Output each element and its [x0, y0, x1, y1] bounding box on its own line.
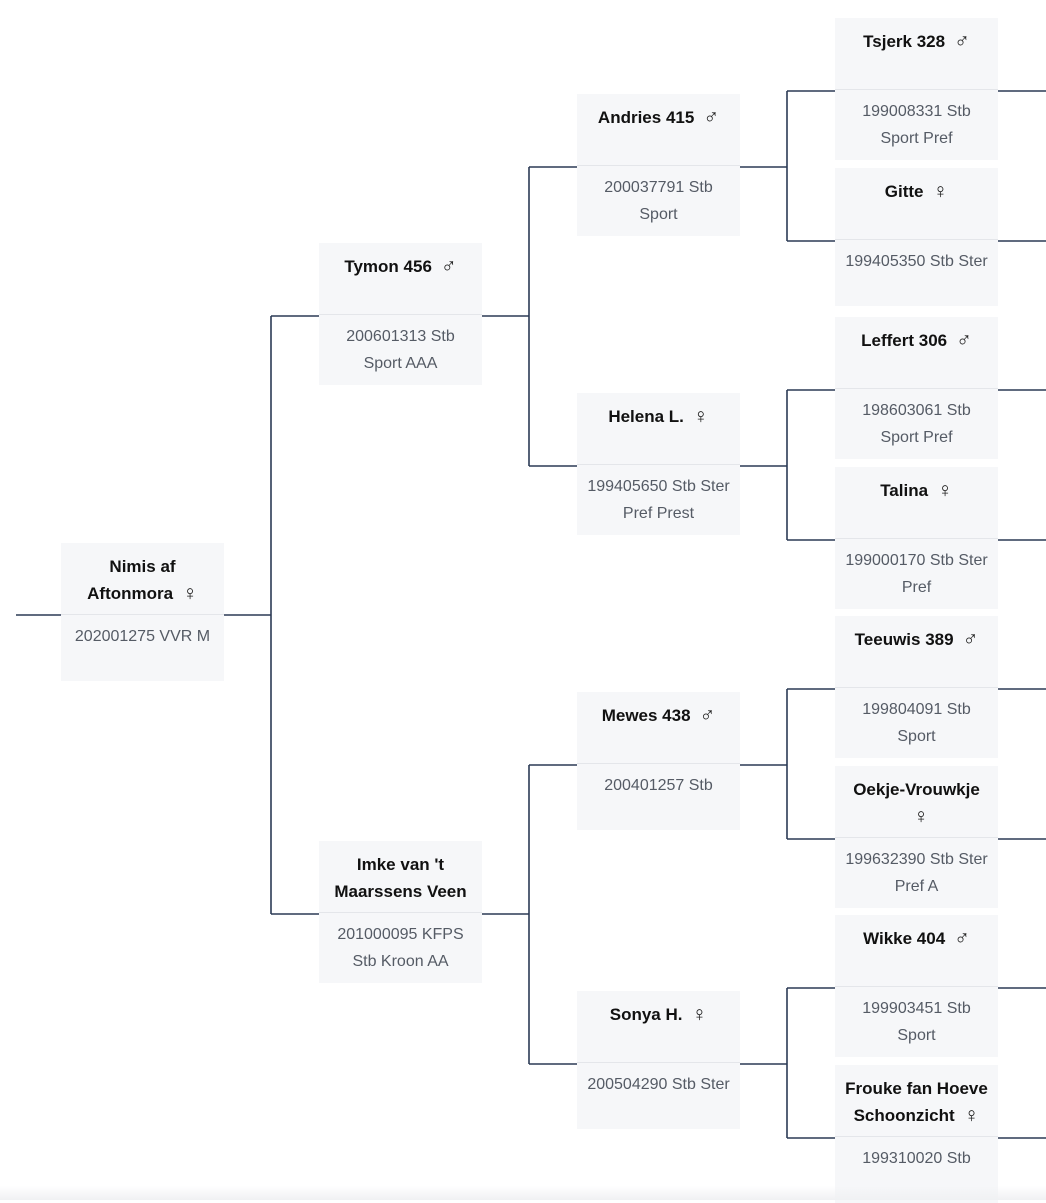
horse-name[interactable]: Frouke fan Hoeve Schoonzicht: [845, 1079, 988, 1125]
horse-card-sd-sire[interactable]: Leffert 306 ♂ 198603061 Stb Sport Pref: [835, 317, 998, 459]
male-icon: ♂: [956, 329, 972, 352]
horse-registration: 199405650 Stb Ster Pref Prest: [577, 465, 740, 535]
horse-card-subject[interactable]: Nimis af Aftonmora ♀ 202001275 VVR M: [61, 543, 224, 681]
male-icon: ♂: [440, 255, 457, 278]
horse-registration: 201000095 KFPS Stb Kroon AA: [319, 913, 482, 983]
horse-registration: 199632390 Stb Ster Pref A: [835, 838, 998, 908]
horse-name[interactable]: Talina: [880, 481, 929, 500]
horse-name[interactable]: Gitte: [884, 182, 924, 201]
horse-card-ss-sire[interactable]: Tsjerk 328 ♂ 199008331 Stb Sport Pref: [835, 18, 998, 160]
horse-card-head: Oekje-Vrouwkje ♀: [835, 766, 998, 838]
horse-card-head: Teeuwis 389 ♂: [835, 616, 998, 688]
horse-card-head: Tymon 456 ♂: [319, 243, 482, 315]
horse-card-head: Mewes 438 ♂: [577, 692, 740, 764]
horse-name[interactable]: Leffert 306: [861, 331, 948, 350]
horse-card-dam[interactable]: Imke van 't Maarssens Veen ♀ 201000095 KF…: [319, 841, 482, 983]
horse-name[interactable]: Wikke 404: [863, 929, 946, 948]
bottom-edge: [0, 1186, 1046, 1200]
horse-registration: 200037791 Stb Sport: [577, 166, 740, 236]
horse-card-head: Sonya H. ♀: [577, 991, 740, 1063]
horse-card-ss-dam[interactable]: Gitte ♀ 199405350 Stb Ster: [835, 168, 998, 306]
male-icon: ♂: [703, 106, 720, 129]
horse-registration: 199804091 Stb Sport: [835, 688, 998, 758]
female-icon: ♀: [963, 1104, 980, 1127]
male-icon: ♂: [954, 927, 970, 950]
female-icon: ♀: [937, 479, 953, 502]
horse-card-head: Talina ♀: [835, 467, 998, 539]
horse-card-sd-dam[interactable]: Talina ♀ 199000170 Stb Ster Pref: [835, 467, 998, 609]
horse-name[interactable]: Tymon 456: [344, 257, 432, 276]
horse-name[interactable]: Tsjerk 328: [863, 32, 946, 51]
horse-card-dam-sire[interactable]: Mewes 438 ♂ 200401257 Stb: [577, 692, 740, 830]
female-icon: ♀: [932, 180, 949, 203]
horse-registration: 200601313 Stb Sport AAA: [319, 315, 482, 385]
horse-name[interactable]: Sonya H.: [609, 1005, 683, 1024]
horse-registration: 199008331 Stb Sport Pref: [835, 90, 998, 160]
male-icon: ♂: [962, 628, 979, 651]
horse-registration: 200401257 Stb: [577, 764, 740, 830]
horse-name[interactable]: Helena L.: [608, 407, 684, 426]
horse-card-ds-dam[interactable]: Oekje-Vrouwkje ♀ 199632390 Stb Ster Pref …: [835, 766, 998, 908]
horse-card-sire-dam[interactable]: Helena L. ♀ 199405650 Stb Ster Pref Prest: [577, 393, 740, 535]
horse-name[interactable]: Imke van 't Maarssens Veen: [334, 855, 467, 901]
horse-card-sire[interactable]: Tymon 456 ♂ 200601313 Stb Sport AAA: [319, 243, 482, 385]
horse-card-head: Imke van 't Maarssens Veen ♀: [319, 841, 482, 913]
horse-card-head: Frouke fan Hoeve Schoonzicht♀: [835, 1065, 998, 1137]
horse-card-dd-sire[interactable]: Wikke 404 ♂ 199903451 Stb Sport: [835, 915, 998, 1057]
horse-card-head: Gitte ♀: [835, 168, 998, 240]
female-icon: ♀: [692, 405, 709, 428]
horse-card-head: Wikke 404 ♂: [835, 915, 998, 987]
horse-registration: 199903451 Stb Sport: [835, 987, 998, 1057]
horse-name[interactable]: Mewes 438: [601, 706, 691, 725]
horse-registration: 199000170 Stb Ster Pref: [835, 539, 998, 609]
horse-registration: 202001275 VVR M: [61, 615, 224, 681]
horse-name[interactable]: Nimis af Aftonmora: [87, 557, 176, 603]
female-icon: ♀: [182, 582, 198, 605]
horse-name[interactable]: Andries 415: [597, 108, 695, 127]
horse-card-head: Tsjerk 328 ♂: [835, 18, 998, 90]
male-icon: ♂: [699, 704, 716, 727]
horse-registration: 199405350 Stb Ster: [835, 240, 998, 306]
horse-card-sire-sire[interactable]: Andries 415 ♂ 200037791 Stb Sport: [577, 94, 740, 236]
horse-card-dam-dam[interactable]: Sonya H. ♀ 200504290 Stb Ster: [577, 991, 740, 1129]
horse-registration: 198603061 Stb Sport Pref: [835, 389, 998, 459]
female-icon: ♀: [397, 908, 413, 912]
horse-card-head: Nimis af Aftonmora ♀: [61, 543, 224, 615]
female-icon: ♀: [691, 1003, 708, 1026]
male-icon: ♂: [954, 30, 970, 53]
horse-registration: 200504290 Stb Ster: [577, 1063, 740, 1129]
horse-card-head: Andries 415 ♂: [577, 94, 740, 166]
horse-name[interactable]: Teeuwis 389: [854, 630, 954, 649]
female-icon: ♀: [913, 805, 929, 828]
horse-card-ds-sire[interactable]: Teeuwis 389 ♂ 199804091 Stb Sport: [835, 616, 998, 758]
horse-card-head: Helena L. ♀: [577, 393, 740, 465]
horse-card-head: Leffert 306 ♂: [835, 317, 998, 389]
horse-name[interactable]: Oekje-Vrouwkje: [853, 780, 980, 799]
horse-card-dd-dam[interactable]: Frouke fan Hoeve Schoonzicht♀ 199310020 …: [835, 1065, 998, 1203]
